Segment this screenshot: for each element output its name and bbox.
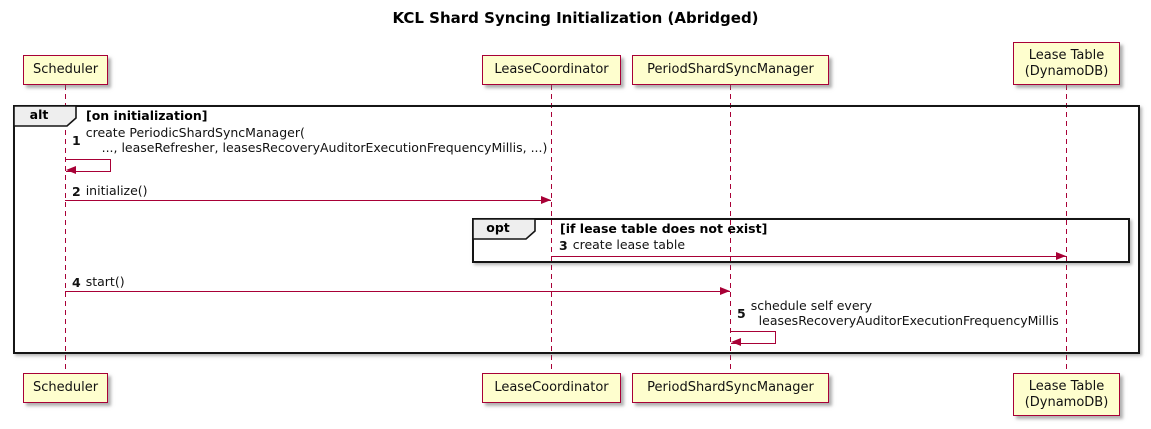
message-number: 3 xyxy=(559,238,568,253)
message-2-arrowhead xyxy=(541,196,551,204)
lifeline-leasecoordinator xyxy=(551,85,552,373)
message-3-label: 3 create lease table xyxy=(559,238,685,253)
message-1-arrowhead xyxy=(66,166,76,174)
diagram-title: KCL Shard Syncing Initialization (Abridg… xyxy=(392,9,759,27)
message-2-arrow xyxy=(65,200,551,201)
participant-leasecoordinator-top: LeaseCoordinator xyxy=(482,55,621,85)
message-5-label: 5 schedule self every leasesRecoveryAudi… xyxy=(737,298,1059,328)
message-3-arrowhead xyxy=(1056,252,1066,260)
alt-frame-keyword: alt xyxy=(29,107,49,122)
opt-frame-header-pentagon xyxy=(472,218,536,240)
message-text: schedule self every leasesRecoveryAudito… xyxy=(750,298,1059,328)
message-1-self-arrow xyxy=(66,159,111,172)
participant-periodshardsyncmanager-top: PeriodShardSyncManager xyxy=(632,55,829,85)
opt-frame xyxy=(472,218,1130,263)
participant-periodshardsyncmanager-bottom: PeriodShardSyncManager xyxy=(632,373,829,403)
participant-leasecoordinator-bottom: LeaseCoordinator xyxy=(482,373,621,403)
lifeline-lease-table xyxy=(1066,85,1067,373)
message-5-arrowhead xyxy=(731,338,741,346)
message-number: 4 xyxy=(72,275,81,290)
participant-lease-table-bottom: Lease Table (DynamoDB) xyxy=(1013,373,1120,416)
message-number: 2 xyxy=(72,184,81,199)
message-text: initialize() xyxy=(85,183,148,199)
lifeline-scheduler xyxy=(65,85,66,373)
alt-frame xyxy=(13,105,1140,354)
message-3-arrow xyxy=(551,256,1066,257)
message-1-label: 1 create PeriodicShardSyncManager( ..., … xyxy=(72,125,548,155)
opt-frame-condition: [if lease table does not exist] xyxy=(560,221,768,236)
alt-frame-header-pentagon xyxy=(13,105,77,127)
alt-frame-condition: [on initialization] xyxy=(86,108,208,123)
participant-scheduler-bottom: Scheduler xyxy=(23,373,108,403)
message-5-self-arrow xyxy=(731,331,776,344)
opt-frame-keyword: opt xyxy=(486,220,510,235)
message-number: 1 xyxy=(72,133,81,148)
lifeline-periodshardsyncmanager xyxy=(730,85,731,373)
message-text: start() xyxy=(85,274,125,290)
message-4-label: 4 start() xyxy=(72,275,125,290)
message-4-arrowhead xyxy=(720,287,730,295)
message-text: create PeriodicShardSyncManager( ..., le… xyxy=(85,125,548,155)
message-text: create lease table xyxy=(572,237,686,253)
message-2-label: 2 initialize() xyxy=(72,184,148,199)
participant-lease-table-top: Lease Table (DynamoDB) xyxy=(1013,42,1120,85)
participant-scheduler-top: Scheduler xyxy=(23,55,108,85)
message-number: 5 xyxy=(737,306,746,321)
message-4-arrow xyxy=(65,291,730,292)
